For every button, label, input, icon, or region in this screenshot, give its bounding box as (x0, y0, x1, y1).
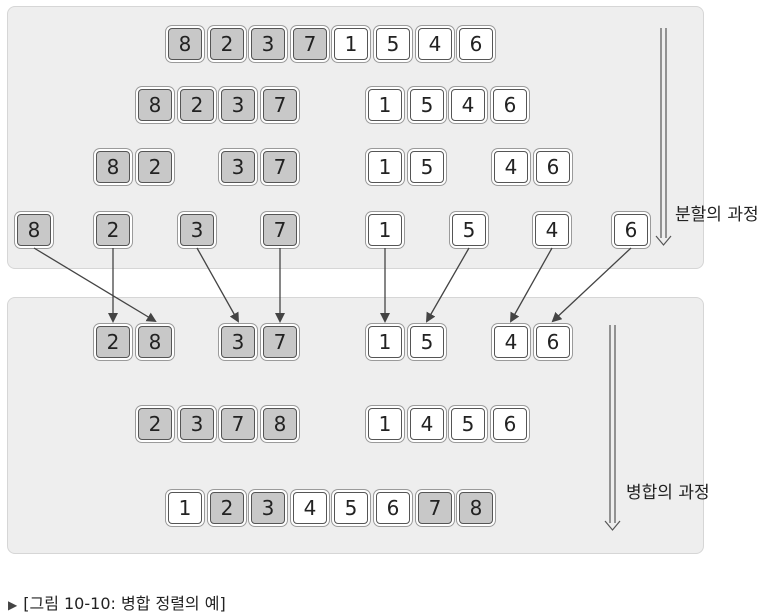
number-box: 2 (180, 89, 214, 121)
number-box: 4 (535, 214, 569, 246)
number-box: 1 (168, 492, 202, 524)
number-box: 6 (376, 492, 410, 524)
number-box: 4 (451, 89, 485, 121)
number-box: 6 (614, 214, 648, 246)
caption-text: [그림 10-10: 병합 정렬의 예] (23, 594, 226, 613)
number-box: 1 (368, 89, 402, 121)
number-box: 5 (410, 326, 444, 358)
number-box: 6 (536, 326, 570, 358)
number-box: 7 (221, 408, 255, 440)
number-box: 2 (96, 326, 130, 358)
number-box: 1 (368, 408, 402, 440)
number-box: 3 (251, 492, 285, 524)
number-box: 3 (180, 214, 214, 246)
number-box: 4 (293, 492, 327, 524)
number-box: 7 (263, 151, 297, 183)
number-box: 3 (221, 89, 255, 121)
number-box: 4 (418, 28, 452, 60)
number-box: 6 (493, 408, 527, 440)
split-process-label: 분할의 과정 (675, 205, 759, 225)
number-box: 1 (334, 28, 368, 60)
number-box: 5 (451, 408, 485, 440)
number-box: 2 (138, 408, 172, 440)
number-box: 8 (168, 28, 202, 60)
number-box: 6 (459, 28, 493, 60)
number-box: 1 (368, 151, 402, 183)
number-box: 7 (418, 492, 452, 524)
number-box: 5 (376, 28, 410, 60)
number-box: 6 (536, 151, 570, 183)
number-box: 7 (263, 89, 297, 121)
number-box: 8 (17, 214, 51, 246)
number-box: 8 (263, 408, 297, 440)
number-box: 5 (410, 89, 444, 121)
number-box: 2 (210, 28, 244, 60)
number-box: 3 (221, 326, 255, 358)
number-box: 1 (368, 326, 402, 358)
number-box: 8 (459, 492, 493, 524)
number-box: 4 (494, 326, 528, 358)
number-box: 5 (452, 214, 486, 246)
number-box: 1 (368, 214, 402, 246)
merge-process-label: 병합의 과정 (626, 483, 710, 503)
number-box: 3 (180, 408, 214, 440)
number-box: 3 (221, 151, 255, 183)
number-box: 7 (293, 28, 327, 60)
number-box: 2 (138, 151, 172, 183)
number-box: 4 (494, 151, 528, 183)
number-box: 5 (334, 492, 368, 524)
number-box: 8 (96, 151, 130, 183)
number-box: 2 (96, 214, 130, 246)
number-box: 8 (138, 89, 172, 121)
number-box: 7 (263, 326, 297, 358)
number-box: 6 (493, 89, 527, 121)
number-box: 5 (410, 151, 444, 183)
number-box: 7 (263, 214, 297, 246)
number-box: 3 (251, 28, 285, 60)
caption-triangle-icon: ▶ (8, 598, 18, 612)
number-box: 2 (210, 492, 244, 524)
figure-caption: ▶ [그림 10-10: 병합 정렬의 예] (8, 590, 226, 614)
number-box: 8 (138, 326, 172, 358)
number-box: 4 (410, 408, 444, 440)
